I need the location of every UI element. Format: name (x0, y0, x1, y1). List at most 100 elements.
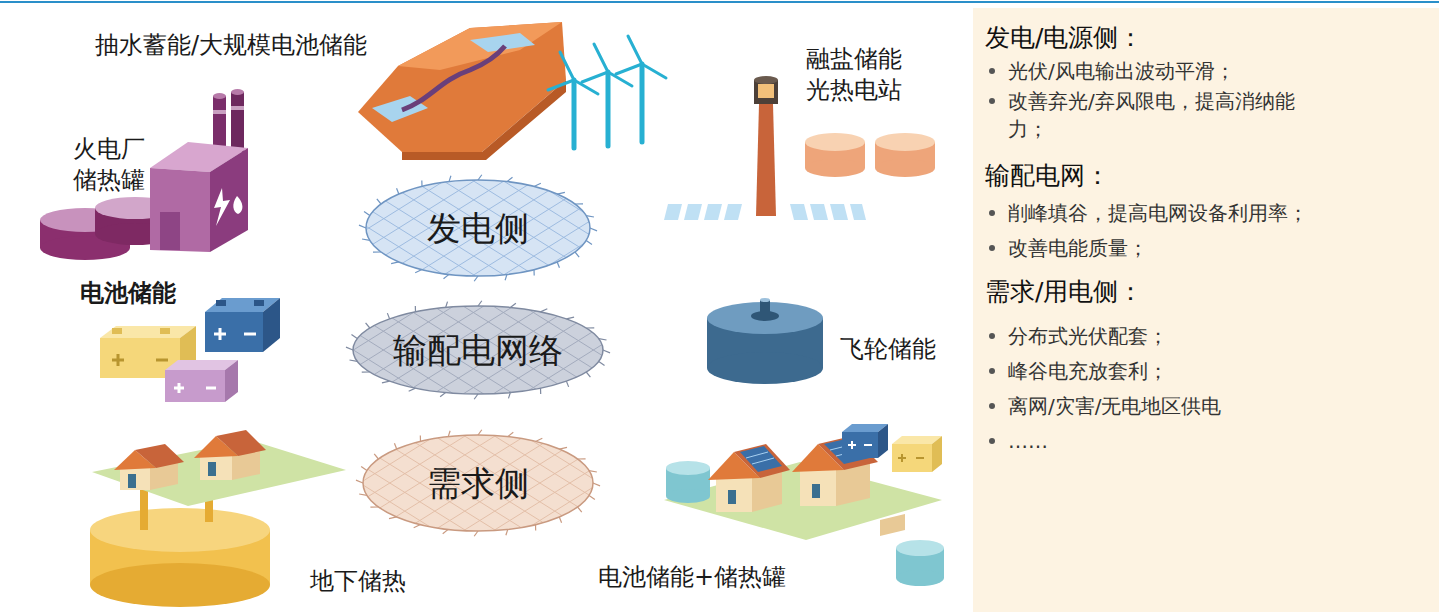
grid-line (652, 180, 806, 276)
rim-tick (540, 388, 541, 394)
application-panel: 发电/电源侧：光伏/风电输出波动平滑；改善弃光/弃风限电，提高消纳能力；输配电网… (973, 8, 1439, 612)
rim-tick (586, 327, 594, 328)
panel-heading: 输配电网： (985, 160, 1405, 193)
storage-label: 地下储热 (310, 566, 430, 597)
grid-line (652, 180, 806, 276)
grid-line (802, 180, 956, 276)
grid-line (613, 306, 754, 394)
grid-line (133, 435, 287, 531)
grid-line (292, 180, 446, 276)
battery-pack (100, 298, 280, 402)
disc-rim (353, 306, 603, 394)
grid-line (613, 435, 767, 531)
grid-line (703, 306, 844, 394)
rim-tick (443, 274, 449, 278)
rim-tick (586, 240, 592, 244)
grid-line (223, 306, 364, 394)
disc-title: 需求侧 (427, 461, 529, 505)
rim-tick (382, 381, 390, 383)
rim-tick (508, 432, 514, 436)
storage-label: 电池储能+储热罐 (598, 562, 838, 593)
grid-line (583, 306, 724, 394)
rim-tick (415, 306, 416, 312)
grid-line (622, 180, 776, 276)
storage-label: 电池储能 (80, 278, 200, 309)
storage-label: 飞轮储能 (840, 334, 960, 365)
rim-tick (510, 303, 516, 307)
grid-line (553, 306, 694, 394)
grid-line (163, 306, 304, 394)
grid-line (583, 435, 737, 531)
grid-line (592, 180, 746, 276)
grid-line (382, 180, 536, 276)
rim-tick (361, 466, 367, 470)
rim-tick (420, 435, 421, 441)
grid-line (253, 435, 407, 531)
storage-label: 融盐储能 光热电站 (806, 44, 916, 106)
grid-line (163, 435, 317, 531)
grid-line (772, 180, 926, 276)
flywheel (707, 298, 823, 384)
rim-tick (362, 371, 370, 372)
grid-line (553, 435, 707, 531)
grid-line (403, 435, 557, 531)
rim-tick (415, 270, 422, 273)
grid-line (523, 435, 677, 531)
bullet-dot (989, 368, 995, 374)
grid-line (103, 306, 244, 394)
rim-tick (474, 531, 478, 536)
grid-line (583, 306, 724, 394)
grid-line (562, 180, 716, 276)
grid-line (613, 306, 754, 394)
grid-line (823, 306, 964, 394)
solar-houses (664, 424, 944, 586)
bullet-text: 离网/灾害/无电地区供电 (1008, 392, 1428, 420)
disc-title: 发电侧 (427, 206, 529, 250)
grid-line (223, 435, 377, 531)
grid-line (172, 180, 326, 276)
rim-tick (557, 192, 565, 194)
grid-line (733, 435, 887, 531)
grid-line (202, 180, 356, 276)
grid-line (163, 435, 317, 531)
panel-heading: 需求/用电侧： (985, 276, 1405, 309)
grid-line (703, 306, 844, 394)
rim-tick (589, 471, 597, 472)
rim-tick (449, 176, 451, 182)
rim-tick (478, 430, 482, 435)
top-rule (0, 1, 1439, 3)
rim-tick (377, 199, 381, 204)
grid-line (103, 306, 244, 394)
grid-line (643, 435, 797, 531)
grid-line (772, 180, 926, 276)
grid-line (412, 180, 566, 276)
bullet-dot (989, 98, 995, 104)
bullet-text: 光伏/风电输出波动平滑； (1008, 57, 1428, 85)
rim-tick (346, 347, 353, 350)
grid-line (172, 180, 326, 276)
grid-line (193, 435, 347, 531)
pumped-hydro (358, 22, 566, 160)
disc-fill (353, 306, 603, 394)
grid-line (673, 306, 814, 394)
grid-line (223, 306, 364, 394)
rim-tick (599, 339, 607, 340)
grid-line (133, 435, 287, 531)
grid-line (532, 180, 686, 276)
rim-tick (370, 506, 378, 507)
rim-tick (578, 507, 582, 512)
grid-line (253, 306, 394, 394)
grid-line (793, 435, 947, 531)
rim-tick (575, 203, 583, 204)
grid-line (643, 435, 797, 531)
disc-fill (363, 435, 593, 531)
rim-tick (507, 177, 513, 181)
grid-line (613, 435, 767, 531)
rim-tick (590, 228, 597, 231)
grid-line (253, 306, 394, 394)
bullet-dot (989, 245, 995, 251)
grid-line (742, 180, 896, 276)
grid-line (742, 180, 896, 276)
rim-tick (448, 431, 450, 437)
rim-tick (349, 360, 357, 361)
